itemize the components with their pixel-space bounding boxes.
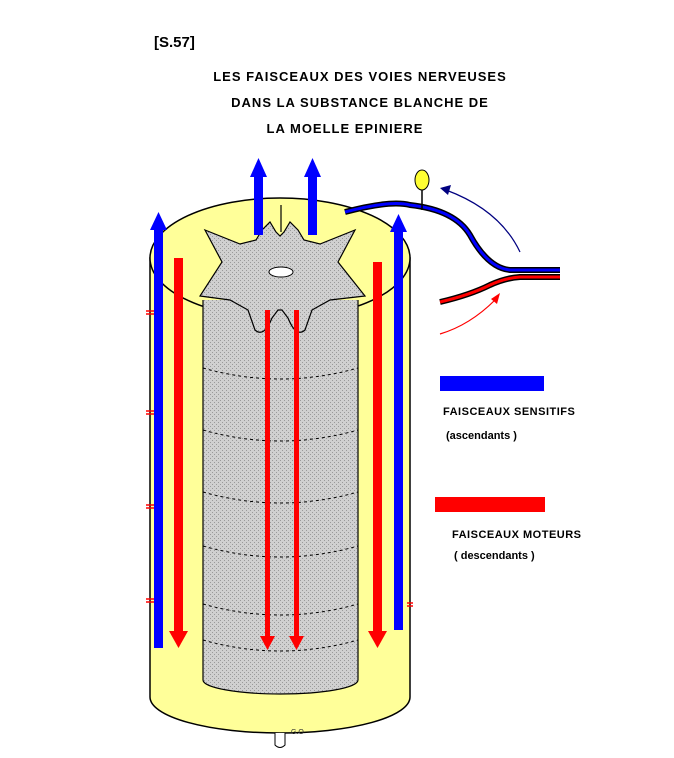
blue-tract-right [390, 214, 407, 630]
title-line-1: LES FAISCEAUX DES VOIES NERVEUSES [213, 69, 507, 84]
sensory-tracts [150, 158, 407, 648]
direction-arrows [439, 185, 521, 335]
red-tract-right [368, 262, 387, 648]
red-tract-left [169, 258, 188, 648]
legend-sensory-label: FAISCEAUX SENSITIFS [443, 406, 576, 418]
red-tract-center-right [289, 310, 304, 650]
blue-tract-dorsal-right [304, 158, 321, 235]
blue-tract-left [150, 212, 167, 648]
author-initials: G.O [291, 729, 304, 736]
spinal-nerve [344, 188, 560, 305]
page-title: LES FAISCEAUX DES VOIES NERVEUSES DANS L… [150, 64, 570, 142]
dorsal-root-ganglion [414, 169, 430, 191]
motor-tracts [169, 258, 387, 650]
figure-code: [S.57] [154, 34, 195, 51]
grey-matter-column [202, 300, 359, 695]
title-line-2: DANS LA SUBSTANCE BLANCHE DE [231, 95, 489, 110]
red-tract-center-left [260, 310, 275, 650]
legend-sensory-swatch [440, 376, 544, 391]
title-line-3: LA MOELLE EPINIERE [266, 121, 424, 136]
blue-tract-dorsal-left [250, 158, 267, 235]
legend-sensory-sub: (ascendants ) [446, 430, 517, 442]
legend-motor-sub: ( descendants ) [454, 550, 535, 562]
legend-motor-label: FAISCEAUX MOTEURS [452, 529, 582, 541]
legend-motor-swatch [435, 497, 545, 512]
rootlet-marks [146, 310, 413, 607]
